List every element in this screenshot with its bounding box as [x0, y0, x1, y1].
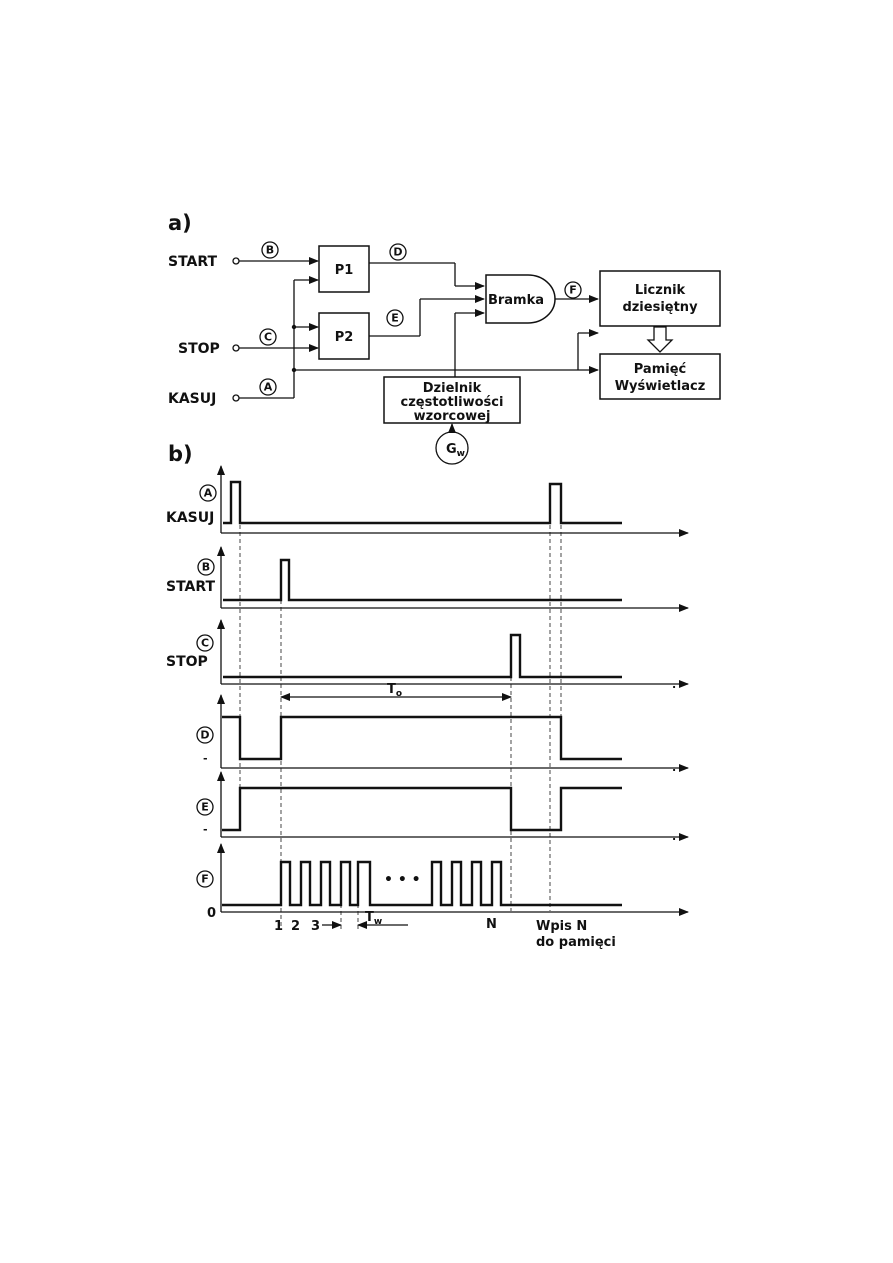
circle-marker-e: E: [386, 309, 404, 327]
timing-diagram: A B C D E F KASUJ START STOP 0 - - . . .…: [166, 465, 689, 950]
write-label-line2: do pamięci: [536, 935, 616, 950]
svg-text:E: E: [391, 312, 399, 325]
transfer-arrow-icon: [646, 326, 674, 353]
timing-label-zero: 0: [207, 906, 216, 921]
p1-block: [318, 245, 370, 293]
axis-tick-mark: -: [203, 823, 208, 836]
p2-label: P2: [335, 330, 354, 345]
memory-display-block: [599, 353, 721, 400]
circle-marker-d: D: [389, 243, 407, 261]
timing-marker-f: F: [196, 870, 214, 888]
timing-marker-a: A: [199, 484, 217, 502]
circle-marker-c: C: [259, 328, 277, 346]
p2-block: [318, 312, 370, 360]
pulses-ellipsis: • • •: [384, 872, 421, 888]
timing-axes: [217, 465, 689, 916]
axis-tick-mark: .: [672, 678, 676, 691]
circle-marker-a: A: [259, 378, 277, 396]
svg-text:C: C: [264, 331, 272, 344]
circle-marker-f: F: [564, 281, 582, 299]
timing-marker-c: C: [196, 634, 214, 652]
divider-block: [383, 376, 521, 424]
timing-label-stop: STOP: [166, 654, 208, 670]
timing-label-start: START: [166, 579, 216, 595]
svg-text:C: C: [201, 637, 209, 650]
divider-label-line3: wzorcowej: [414, 409, 491, 424]
stop-terminal: [232, 344, 240, 352]
junction-dot: [291, 367, 297, 373]
section-a-label: a): [168, 211, 192, 235]
signal-a-kasuj: [223, 480, 622, 525]
start-input-label: START: [168, 254, 218, 270]
pulse-number-3: 3: [311, 919, 320, 934]
svg-text:B: B: [202, 561, 210, 574]
memory-label-line1: Pamięć: [634, 362, 687, 377]
p1-label: P1: [335, 263, 354, 278]
svg-text:D: D: [393, 246, 402, 259]
gate-block: [485, 274, 556, 324]
wiring: [239, 257, 599, 433]
kasuj-terminal: [232, 394, 240, 402]
kasuj-input-label: KASUJ: [168, 391, 216, 407]
svg-text:D: D: [200, 729, 209, 742]
axis-tick-mark: .: [672, 830, 676, 843]
signal-e: [222, 786, 622, 832]
timing-marker-d: D: [196, 726, 214, 744]
timing-marker-b: B: [197, 558, 215, 576]
junction-dot: [291, 324, 297, 330]
memory-label-line2: Wyświetlacz: [615, 379, 706, 394]
circle-marker-b: B: [261, 241, 279, 259]
axis-tick-mark: .: [672, 761, 676, 774]
svg-text:F: F: [201, 873, 209, 886]
divider-label-line1: Dzielnik: [423, 381, 482, 396]
signal-d: [222, 715, 622, 761]
svg-text:E: E: [201, 801, 209, 814]
section-b-label: b): [168, 442, 193, 466]
signal-b-start: [223, 558, 622, 602]
axis-tick-mark: -: [203, 752, 208, 765]
block-diagram: START STOP KASUJ: [168, 241, 721, 465]
stop-input-label: STOP: [178, 341, 220, 357]
svg-text:B: B: [266, 244, 274, 257]
timing-label-kasuj: KASUJ: [166, 510, 214, 526]
counter-label-line1: Licznik: [635, 283, 686, 298]
pulse-number-n: N: [486, 917, 497, 932]
counter-block: [599, 270, 721, 327]
counter-label-line2: dziesiętny: [622, 300, 698, 315]
to-interval-label: To: [387, 682, 402, 699]
timing-marker-e: E: [196, 798, 214, 816]
svg-text:A: A: [264, 381, 273, 394]
svg-text:A: A: [204, 487, 213, 500]
pulse-number-1: 1: [274, 919, 283, 934]
generator-label: Gw: [446, 442, 465, 459]
signal-c-stop: [223, 633, 622, 679]
divider-label-line2: częstotliwości: [401, 395, 504, 410]
signal-f-pulses: [222, 860, 622, 907]
pulse-number-2: 2: [291, 919, 300, 934]
start-terminal: [232, 257, 240, 265]
tw-period-label: Tw: [365, 910, 382, 927]
write-label-line1: Wpis N: [536, 919, 587, 934]
generator-circle: [435, 431, 469, 465]
svg-text:F: F: [569, 284, 577, 297]
gate-label: Bramka: [488, 293, 544, 308]
